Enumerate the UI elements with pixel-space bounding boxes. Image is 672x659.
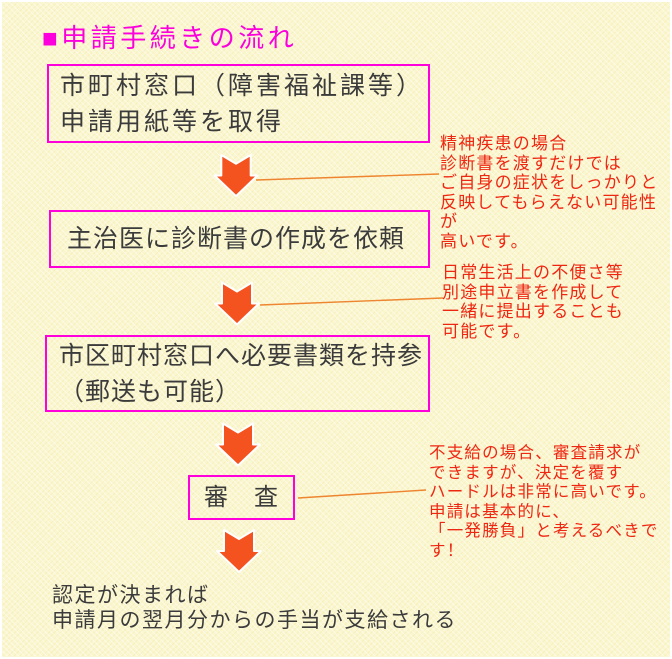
flow-step-3: 市区町村窓口へ必要書類を持参 （郵送も可能） bbox=[45, 335, 430, 412]
flow-step-1: 市町村窓口（障害福祉課等） 申請用紙等を取得 bbox=[47, 64, 430, 143]
flow-step-4-review: 審 査 bbox=[188, 475, 295, 520]
result-text: 認定が決まれば 申請月の翌月分からの手当が支給される bbox=[52, 584, 457, 632]
page-title: ■申請手続きの流れ bbox=[42, 23, 298, 53]
down-arrow-icon bbox=[215, 421, 261, 468]
annotation-note-2: 日常生活上の不便さ等 別途申立書を作成して 一緒に提出することも 可能です。 bbox=[442, 263, 624, 341]
annotation-note-3: 不支給の場合、審査請求が できますが、決定を覆す ハードルは非常に高いです。 申… bbox=[429, 444, 659, 560]
down-arrow-icon bbox=[213, 154, 259, 197]
down-arrow-icon bbox=[214, 280, 260, 327]
down-arrow-icon bbox=[216, 529, 262, 573]
connector-line-2 bbox=[259, 297, 444, 306]
flow-step-2: 主治医に診断書の作成を依頼 bbox=[49, 210, 430, 268]
annotation-note-1: 精神疾患の場合 診断書を渡すだけでは ご自身の症状をしっかりと 反映してもらえな… bbox=[440, 134, 659, 251]
connector-line-1 bbox=[255, 173, 440, 181]
connector-line-3 bbox=[297, 489, 427, 499]
